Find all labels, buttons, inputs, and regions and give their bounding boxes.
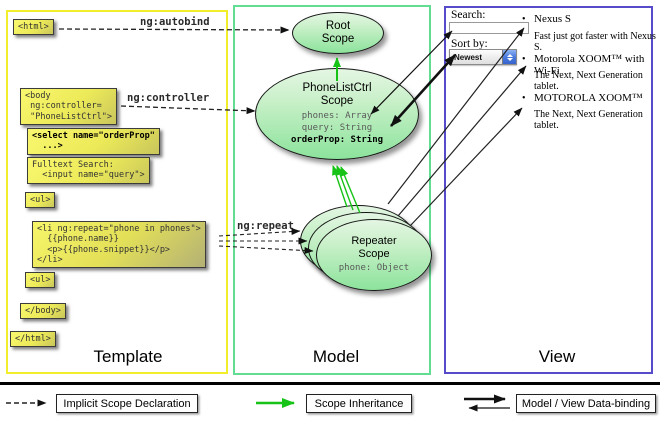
code-box-li-repeat: <li ng:repeat="phone in phones"> {{phone…: [32, 221, 206, 269]
model-panel-label: Model: [312, 347, 360, 366]
code-box-html-close: </html>: [10, 331, 56, 348]
view-item-desc: The Next, Next Generation tablet.: [534, 109, 643, 131]
sort-select[interactable]: Newest: [449, 49, 517, 65]
legend-separator: [0, 382, 660, 385]
sort-select-value: Newest: [454, 52, 483, 62]
search-label: Search:: [451, 9, 486, 21]
view-panel-label: View: [538, 347, 576, 366]
phonelistctrl-scope-ellipse: PhoneListCtrl Scope phones: Array query:…: [255, 68, 419, 160]
edge-label-ng-autobind: ng:autobind: [140, 16, 210, 28]
view-item-name: MOTOROLA XOOM™: [534, 92, 643, 104]
bullet-icon: •: [522, 93, 526, 104]
code-box-body-open: <body ng:controller= "PhoneListCtrl">: [20, 88, 117, 126]
view-item-name: Nexus S: [534, 13, 571, 25]
scope-prop-phones: phones: Array: [301, 111, 373, 122]
root-scope-ellipse: Root Scope: [292, 12, 384, 54]
phonelistctrl-scope-title: PhoneListCtrl Scope: [302, 81, 372, 107]
select-stepper-icon: [502, 50, 516, 64]
code-box-ul-open: <ul>: [25, 192, 56, 209]
edge-label-ng-controller: ng:controller: [127, 92, 210, 104]
legend-scope-inheritance-label: Scope Inheritance: [306, 394, 412, 413]
edge-label-ng-repeat: ng:repeat: [237, 220, 294, 232]
code-box-body-close: </body>: [20, 303, 66, 320]
code-box-ul-close: <ul>: [25, 272, 56, 289]
bullet-icon: •: [522, 14, 526, 25]
view-item-desc: Fast just got faster with Nexus S.: [534, 31, 656, 53]
search-input[interactable]: [449, 22, 529, 34]
legend-implicit-scope-label: Implicit Scope Declaration: [56, 394, 198, 413]
repeater-scope-title: Repeater Scope: [351, 235, 397, 260]
code-box-select: <select name="orderProp" ...>: [27, 128, 160, 155]
code-box-html-open: <html>: [13, 19, 54, 36]
model-panel: [233, 5, 431, 375]
legend-data-binding-label: Model / View Data-binding: [516, 394, 656, 413]
view-item-name: Motorola XOOM™ with Wi-Fi: [534, 53, 645, 77]
root-scope-title: Root Scope: [321, 19, 355, 45]
scope-prop-query: query: String: [301, 122, 373, 133]
repeater-scope-ellipse: Repeater Scope phone: Object: [316, 219, 432, 291]
template-panel-label: Template: [93, 347, 163, 366]
legend-double-arrow-icon: [464, 394, 510, 412]
scope-prop-orderprop: orderProp: String: [290, 134, 384, 145]
code-box-fulltext-search: Fulltext Search: <input name="query">: [27, 157, 150, 184]
scope-prop-phone: phone: Object: [338, 263, 410, 274]
bullet-icon: •: [522, 54, 526, 65]
view-item-desc: The Next, Next Generation tablet.: [534, 70, 643, 92]
